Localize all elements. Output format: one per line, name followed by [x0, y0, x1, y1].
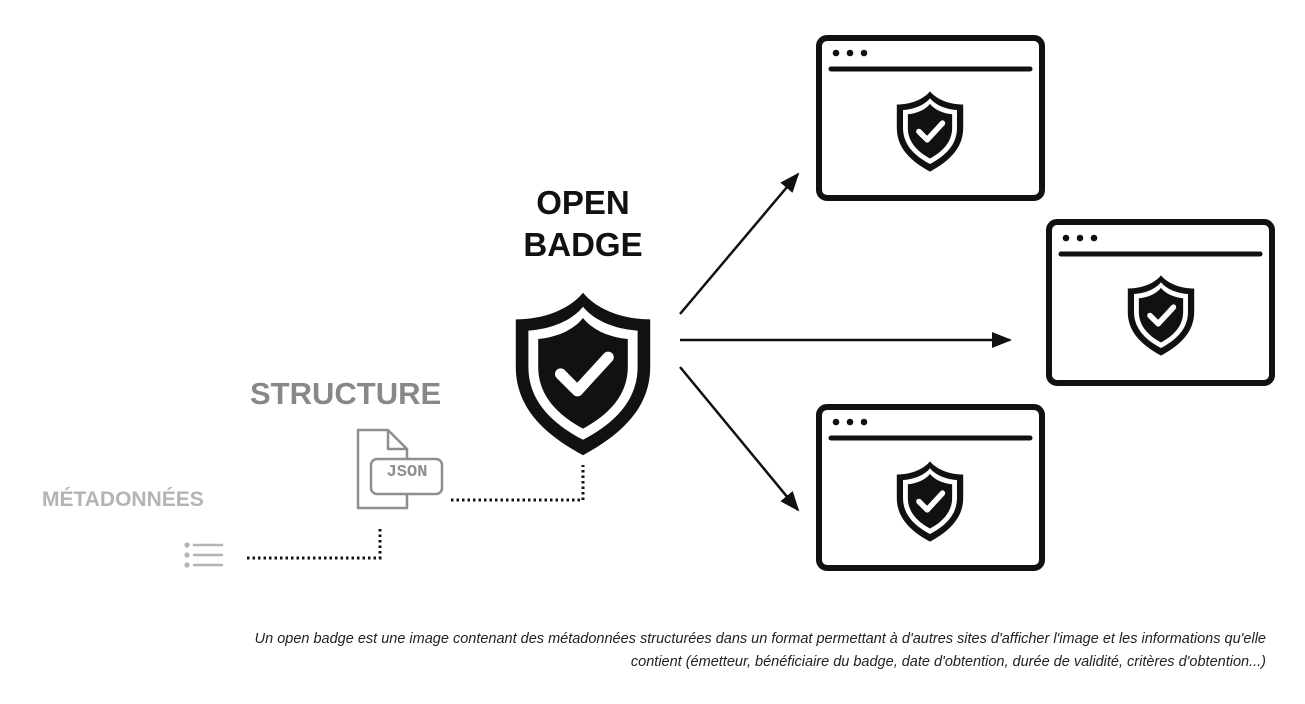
caption-line1: Un open badge est une image contenant de…: [254, 631, 1266, 647]
json-file-icon: [356, 428, 444, 510]
browser-window-icon: [816, 35, 1045, 201]
badge-title: OPEN BADGE: [490, 182, 676, 266]
list-icon: [184, 542, 224, 568]
arrow-to-site-top: [679, 172, 800, 315]
shield-check-icon: [516, 293, 650, 455]
browser-window-icon: [1046, 219, 1275, 386]
connector-metadata-structure: [247, 527, 382, 560]
json-tag: JSON: [386, 463, 428, 482]
badge-title-line2: BADGE: [523, 226, 643, 263]
metadata-label: MÉTADONNÉES: [42, 488, 204, 511]
arrow-to-site-bottom: [679, 366, 800, 512]
badge-title-line1: OPEN: [536, 184, 630, 221]
browser-window-icon: [816, 404, 1045, 571]
caption-line2: contient (émetteur, bénéficiaire du badg…: [630, 654, 1266, 670]
connector-structure-badge: [451, 465, 585, 502]
caption: Un open badge est une image contenant de…: [40, 628, 1266, 674]
structure-label: STRUCTURE: [250, 376, 442, 411]
